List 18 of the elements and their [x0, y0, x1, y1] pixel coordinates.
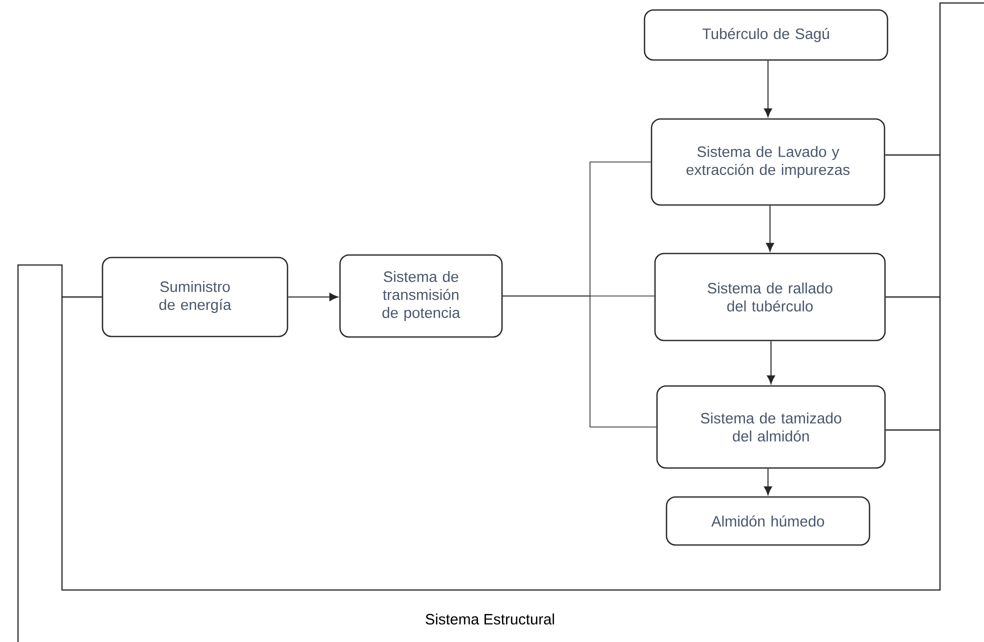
process-box: Sistema de rallado del tubérculo — [654, 252, 886, 342]
process-box: Almidón húmedo — [666, 496, 870, 546]
connector — [885, 154, 940, 156]
frame-label: Sistema Estructural — [426, 614, 554, 624]
process-box: Suministro de energía — [102, 256, 288, 338]
connector — [886, 296, 940, 298]
process-box: Sistema de transmisión de potencia — [339, 254, 503, 338]
process-box: Tubérculo de Sagú — [644, 9, 888, 61]
connector — [766, 340, 776, 384]
connector — [764, 468, 772, 496]
process-box: Sistema de tamizado del almidón — [656, 385, 886, 469]
connector — [62, 296, 102, 298]
process-box: Sistema de Lavado y extracción de impurezas — [650, 118, 886, 206]
connector — [764, 60, 772, 118]
connector — [502, 296, 657, 428]
connector — [766, 205, 774, 252]
connector — [288, 292, 338, 302]
connector — [886, 429, 940, 431]
